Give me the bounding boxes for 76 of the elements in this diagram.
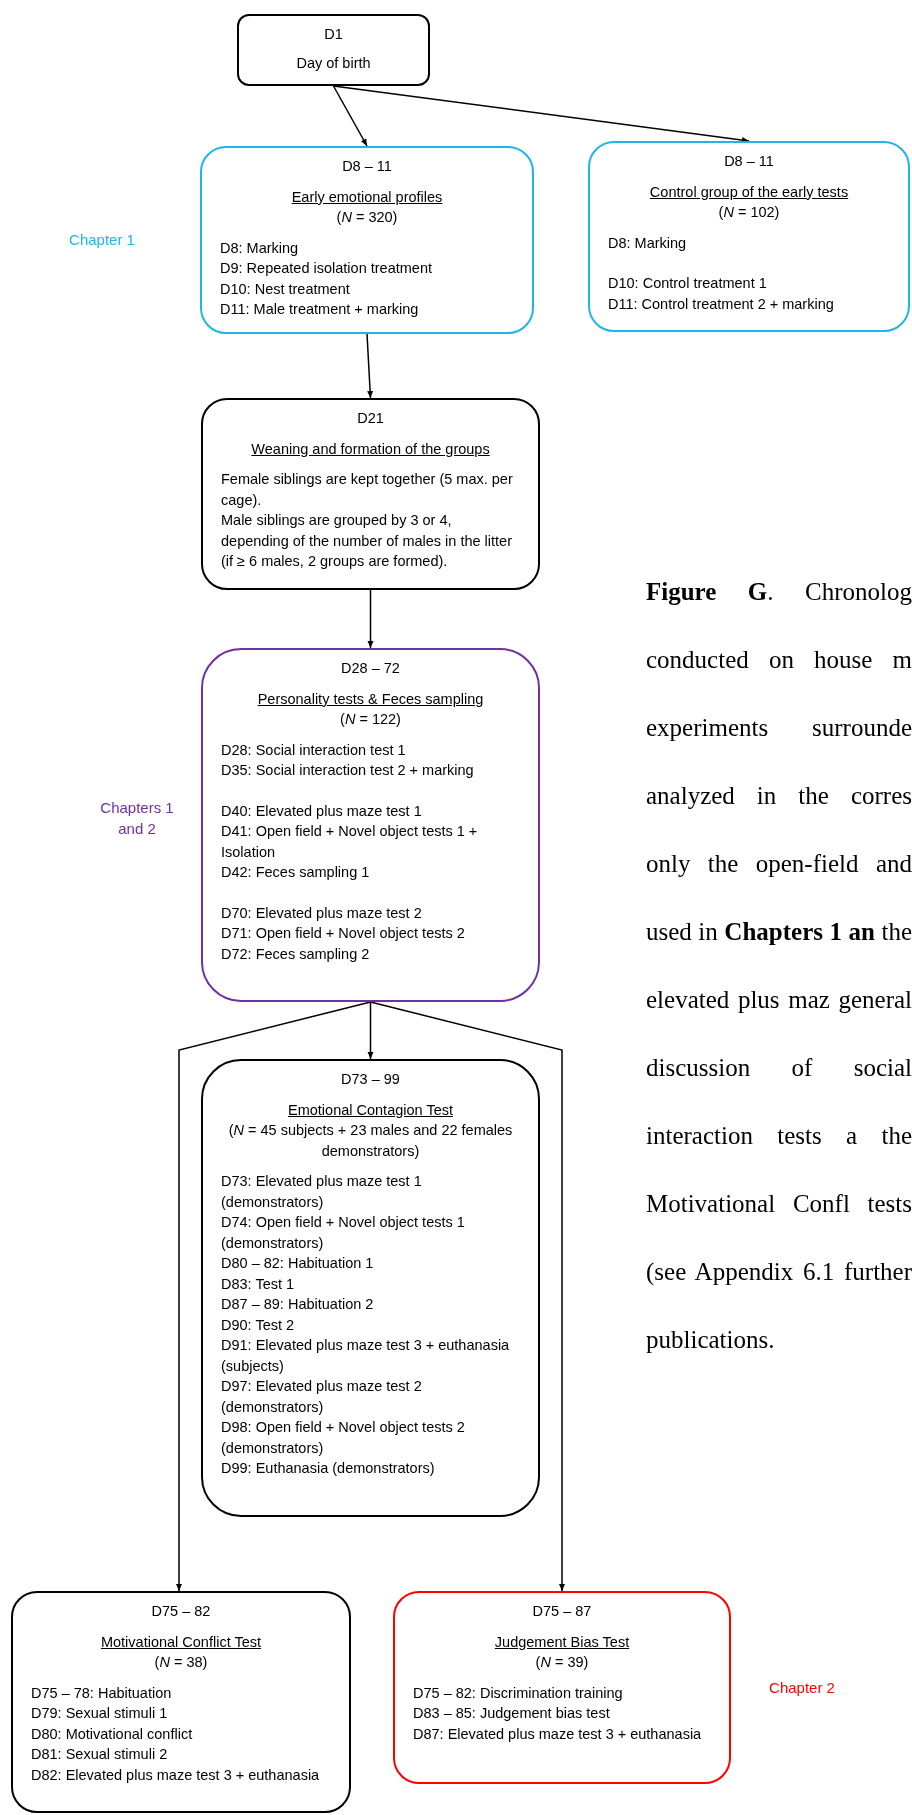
schedule-item: D91: Elevated plus maze test 3 + euthanasia (subjects) <box>221 1336 511 1376</box>
chapter-label: Chapter 1 <box>68 230 136 250</box>
schedule-item: D97: Elevated plus maze test 2 (demonstrators) <box>221 1377 423 1417</box>
day-range-text: D73 – 99 <box>340 1070 401 1089</box>
sample-size-text: (N = 320) <box>335 208 399 227</box>
schedule-item: D74: Open field + Novel object tests 1 (demonstrators) <box>221 1213 466 1253</box>
stage-box <box>588 141 910 332</box>
arrow <box>369 1001 565 1592</box>
sample-size-text: (N = 45 subjects + 23 males and 22 females demonstrators) <box>227 1121 514 1161</box>
schedule-item: D90: Test 2 <box>221 1315 296 1335</box>
schedule-item: D73: Elevated plus maze test 1 (demonstrators) <box>221 1172 423 1212</box>
schedule-item: D99: Euthanasia (demonstrators) <box>221 1459 436 1478</box>
schedule-item: D75 – 82: Discrimination training <box>413 1683 624 1703</box>
figure-caption: Figure G. Chronolog conducted on house m experiments surrounde analyzed in the corres only the open-field and used in Chapters 1 an the elevated plus maz general discussion of social interaction tests a the Motivational Confl tests (see Appendix 6.1 further publications. <box>646 577 912 1355</box>
schedule-item: D75 – 78: Habituation <box>31 1683 173 1703</box>
schedule-item: D87 – 89: Habituation 2 <box>221 1295 375 1314</box>
schedule-item: D83: Test 1 <box>221 1274 296 1294</box>
day-range-text: D8 – 11 <box>341 157 393 176</box>
stage-title: Personality tests & Feces sampling <box>256 689 485 709</box>
arrow <box>332 85 750 144</box>
schedule-item: D11: Control treatment 2 + marking <box>608 294 835 314</box>
schedule-item: D8: Marking <box>220 238 300 258</box>
stage-box <box>201 1059 540 1517</box>
stage-title: Emotional Contagion Test <box>287 1100 454 1120</box>
stage-box <box>200 146 534 334</box>
schedule-item: D9: Repeated isolation treatment <box>220 259 433 278</box>
schedule-item: D82: Elevated plus maze test 3 + euthanasia <box>31 1765 321 1785</box>
stage-title: Control group of the early tests <box>648 182 850 202</box>
stage-box <box>237 14 430 86</box>
chapter-label: Chapters 1 and 2 <box>99 798 175 839</box>
stage-title: Weaning and formation of the groups <box>250 439 491 459</box>
sample-size-text: (N = 122) <box>339 710 402 729</box>
schedule-item: D87: Elevated plus maze test 3 + euthanasia <box>413 1724 703 1744</box>
sample-size-text: (N = 39) <box>534 1653 590 1672</box>
schedule-item: D40: Elevated plus maze test 1 <box>221 801 423 821</box>
schedule-item: D80: Motivational conflict <box>31 1724 194 1744</box>
arrow <box>332 85 368 147</box>
schedule-item: D83 – 85: Judgement bias test <box>413 1704 611 1723</box>
schedule-item: D72: Feces sampling 2 <box>221 944 371 964</box>
stage-box <box>201 398 540 590</box>
schedule-item: D80 – 82: Habituation 1 <box>221 1254 375 1273</box>
stage-box <box>393 1591 731 1784</box>
schedule-item: D35: Social interaction test 2 + marking <box>221 761 475 780</box>
stage-box <box>11 1591 351 1813</box>
sample-size-text: (N = 102) <box>717 203 781 222</box>
day-range-text: D75 – 87 <box>531 1602 593 1621</box>
schedule-item: D28: Social interaction test 1 <box>221 740 407 760</box>
stage-title: Judgement Bias Test <box>493 1632 631 1652</box>
day-range-text: D21 <box>356 409 385 428</box>
schedule-item: D11: Male treatment + marking <box>220 300 420 319</box>
stage-title: Early emotional profiles <box>290 187 444 207</box>
arrow <box>367 1001 374 1060</box>
stage-box <box>201 648 540 1002</box>
arrow <box>366 333 374 399</box>
schedule-item: D79: Sexual stimuli 1 <box>31 1704 169 1723</box>
schedule-item: Female siblings are kept together (5 max. per cage). <box>221 470 514 510</box>
sample-size-text: Day of birth <box>295 53 372 73</box>
day-range-text: D1 <box>323 25 344 44</box>
schedule-item: D41: Open field + Novel object tests 1 + Isolation <box>221 822 479 862</box>
day-range-text: D28 – 72 <box>340 659 401 678</box>
day-range-text: D8 – 11 <box>723 152 775 171</box>
arrow <box>176 1001 372 1592</box>
day-range-text: D75 – 82 <box>150 1602 212 1621</box>
schedule-item: D42: Feces sampling 1 <box>221 863 371 882</box>
stage-title: Motivational Conflict Test <box>99 1632 263 1652</box>
schedule-item: D98: Open field + Novel object tests 2 (demonstrators) <box>221 1418 466 1458</box>
arrow <box>367 589 374 649</box>
schedule-item: D71: Open field + Novel object tests 2 <box>221 924 466 943</box>
chapter-label: Chapter 2 <box>768 1678 836 1698</box>
schedule-item: D10: Control treatment 1 <box>608 274 768 293</box>
schedule-item: D81: Sexual stimuli 2 <box>31 1745 169 1764</box>
sample-size-text: (N = 38) <box>153 1653 209 1672</box>
schedule-item: Male siblings are grouped by 3 or 4, depending of the number of males in the litter (if ≥ 6 males, 2 groups are formed). <box>221 511 513 571</box>
schedule-item: D70: Elevated plus maze test 2 <box>221 903 423 923</box>
schedule-item: D8: Marking <box>608 233 688 253</box>
schedule-item: D10: Nest treatment <box>220 279 351 299</box>
